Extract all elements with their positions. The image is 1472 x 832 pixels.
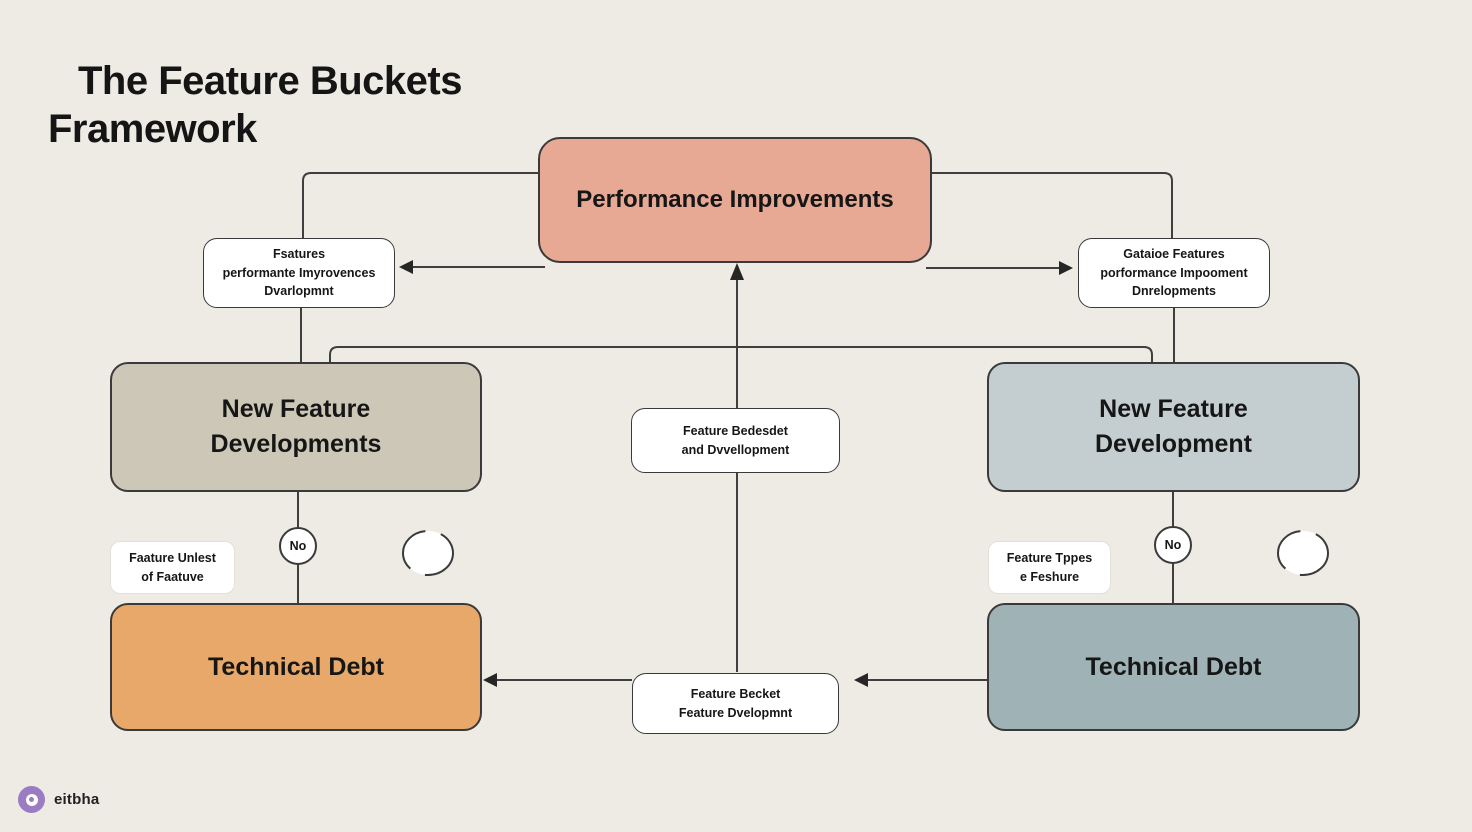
- node-right-feature-note: Gataioe Features porformance Impooment D…: [1078, 238, 1270, 308]
- node-performance-improvements: Performance Improvements: [538, 137, 932, 263]
- arrowhead-into-bottom-note: [854, 673, 868, 687]
- logo-text: eitbha: [54, 791, 100, 808]
- node-new-feature-developments-left: New Feature Developments: [110, 362, 482, 492]
- label-left-feature-tag: Faature Unlest of Faatuve: [110, 541, 235, 594]
- connector-perf-to-left-note-elbow: [302, 172, 545, 238]
- page-title: The Feature Buckets Framework: [48, 57, 568, 153]
- node-bottom-feature-note: Feature Becket Feature Dvelopmnt: [632, 673, 839, 734]
- left-empty-ellipse: [402, 530, 454, 576]
- node-new-feature-development-right: New Feature Development: [987, 362, 1360, 492]
- connector-perf-to-right-note-elbow: [928, 172, 1173, 238]
- page-title-line2: Framework: [48, 106, 257, 151]
- decision-no-left: No: [279, 527, 317, 565]
- node-left-feature-note: Fsatures performante Imyrovences Dvarlop…: [203, 238, 395, 308]
- node-center-feature-note: Feature Bedesdet and Dvvellopment: [631, 408, 840, 473]
- logo-icon-inner: [25, 793, 38, 806]
- label-right-feature-tag: Feature Tppes e Feshure: [988, 541, 1111, 594]
- node-technical-debt-right: Technical Debt: [987, 603, 1360, 731]
- logo-icon: [18, 786, 45, 813]
- right-empty-ellipse: [1277, 530, 1329, 576]
- arrowhead-right-note: [1059, 261, 1073, 275]
- logo-icon-dot: [29, 797, 34, 802]
- page-title-line1: The Feature Buckets: [78, 58, 462, 103]
- arrowhead-into-left-debt: [483, 673, 497, 687]
- decision-no-right: No: [1154, 526, 1192, 564]
- connector-main-bus: [329, 346, 1153, 362]
- arrowhead-left-note: [399, 260, 413, 274]
- node-technical-debt-left: Technical Debt: [110, 603, 482, 731]
- arrowhead-up-performance: [730, 263, 744, 280]
- footer-logo: eitbha: [18, 786, 99, 813]
